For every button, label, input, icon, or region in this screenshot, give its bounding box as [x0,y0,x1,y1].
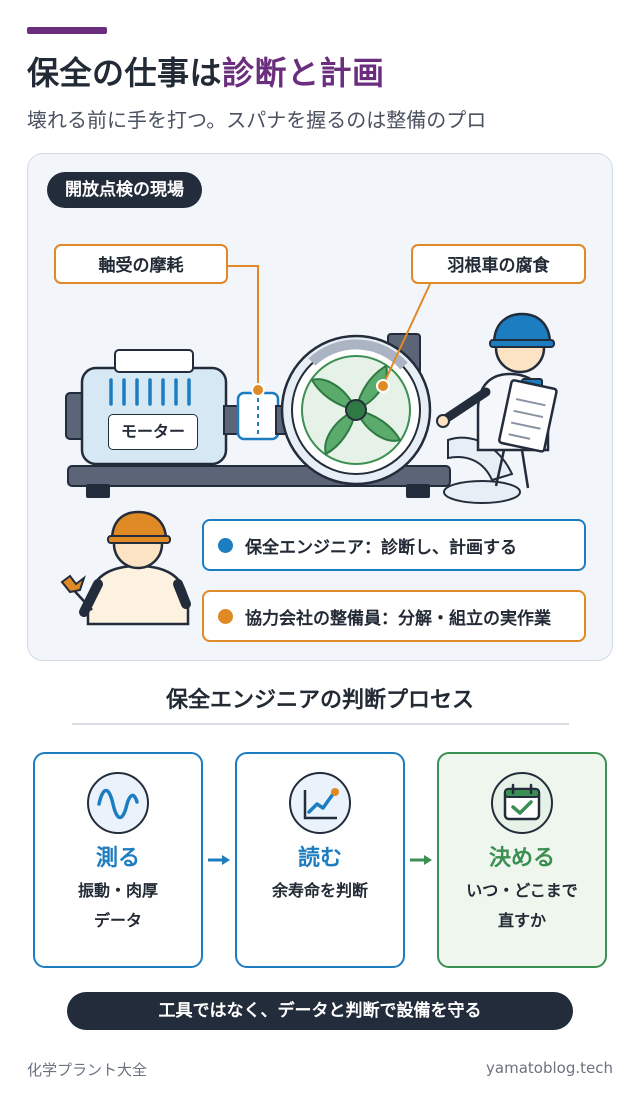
step-read: 読む 余寿命を判断 [235,752,405,968]
step-measure-desc-line1: 振動・肉厚 [77,881,158,900]
page-title: 保全の仕事は診断と計画 [27,48,385,94]
arrow-right-icon [410,855,432,865]
step-decide-name: 決める [488,846,555,871]
impeller [310,364,402,456]
legend-engineer: 保全エンジニア：診断し、計画する [202,519,586,571]
step-measure-desc-line2: データ [93,911,142,930]
legend-worker: 協力会社の整備員：分解・組立の実作業 [202,590,586,642]
step-measure-name: 測る [95,846,140,871]
worker-figure [60,510,191,626]
bearing-coupling [223,391,289,441]
process-divider [72,723,569,725]
title-highlight: 診断と計画 [222,54,385,92]
step-decide-desc-line1: いつ・どこまで [466,881,578,900]
page-subtitle: 壊れる前に手を打つ。スパナを握るのは整備のプロ [27,108,487,132]
legend-worker-text: 協力会社の整備員：分解・組立の実作業 [245,608,551,629]
step-read-name: 読む [297,846,342,871]
scene-tag: 開放点検の現場 [47,172,202,208]
title-main: 保全の仕事は [27,54,223,92]
footer-site: yamatoblog.tech [486,1059,613,1077]
wave-icon [87,772,149,834]
accent-bar [27,27,107,34]
step-decide-desc: いつ・どこまで直すか [439,876,605,936]
process-title: 保全エンジニアの判断プロセス [165,688,474,713]
removed-casing-part [443,436,521,504]
wrench-icon [60,574,93,611]
engineer-figure [436,312,558,489]
impeller-leader-line [383,283,431,384]
footer-source: 化学プラント大全 [27,1061,148,1079]
motor-label: モーター [108,414,198,450]
calendar-check-icon [491,772,553,834]
arrow-right-icon [208,855,230,865]
step-read-desc-line1: 余寿命を判断 [271,881,368,900]
legend-dot-orange [218,608,233,624]
step-measure: 測る 振動・肉厚データ [33,752,203,968]
step-read-desc: 余寿命を判断 [237,876,403,906]
bearing-leader-line [228,265,259,388]
callout-impeller-corrosion: 羽根車の腐食 [411,244,586,284]
step-measure-desc: 振動・肉厚データ [35,876,201,936]
trend-chart-icon [289,772,351,834]
legend-engineer-text: 保全エンジニア：診断し、計画する [245,537,517,558]
step-decide-desc-line2: 直すか [497,911,546,930]
step-decide: 決める いつ・どこまで直すか [437,752,607,968]
summary-banner: 工具ではなく、データと判断で設備を守る [67,992,573,1030]
callout-bearing-wear: 軸受の摩耗 [54,244,228,284]
legend-dot-blue [218,537,233,553]
